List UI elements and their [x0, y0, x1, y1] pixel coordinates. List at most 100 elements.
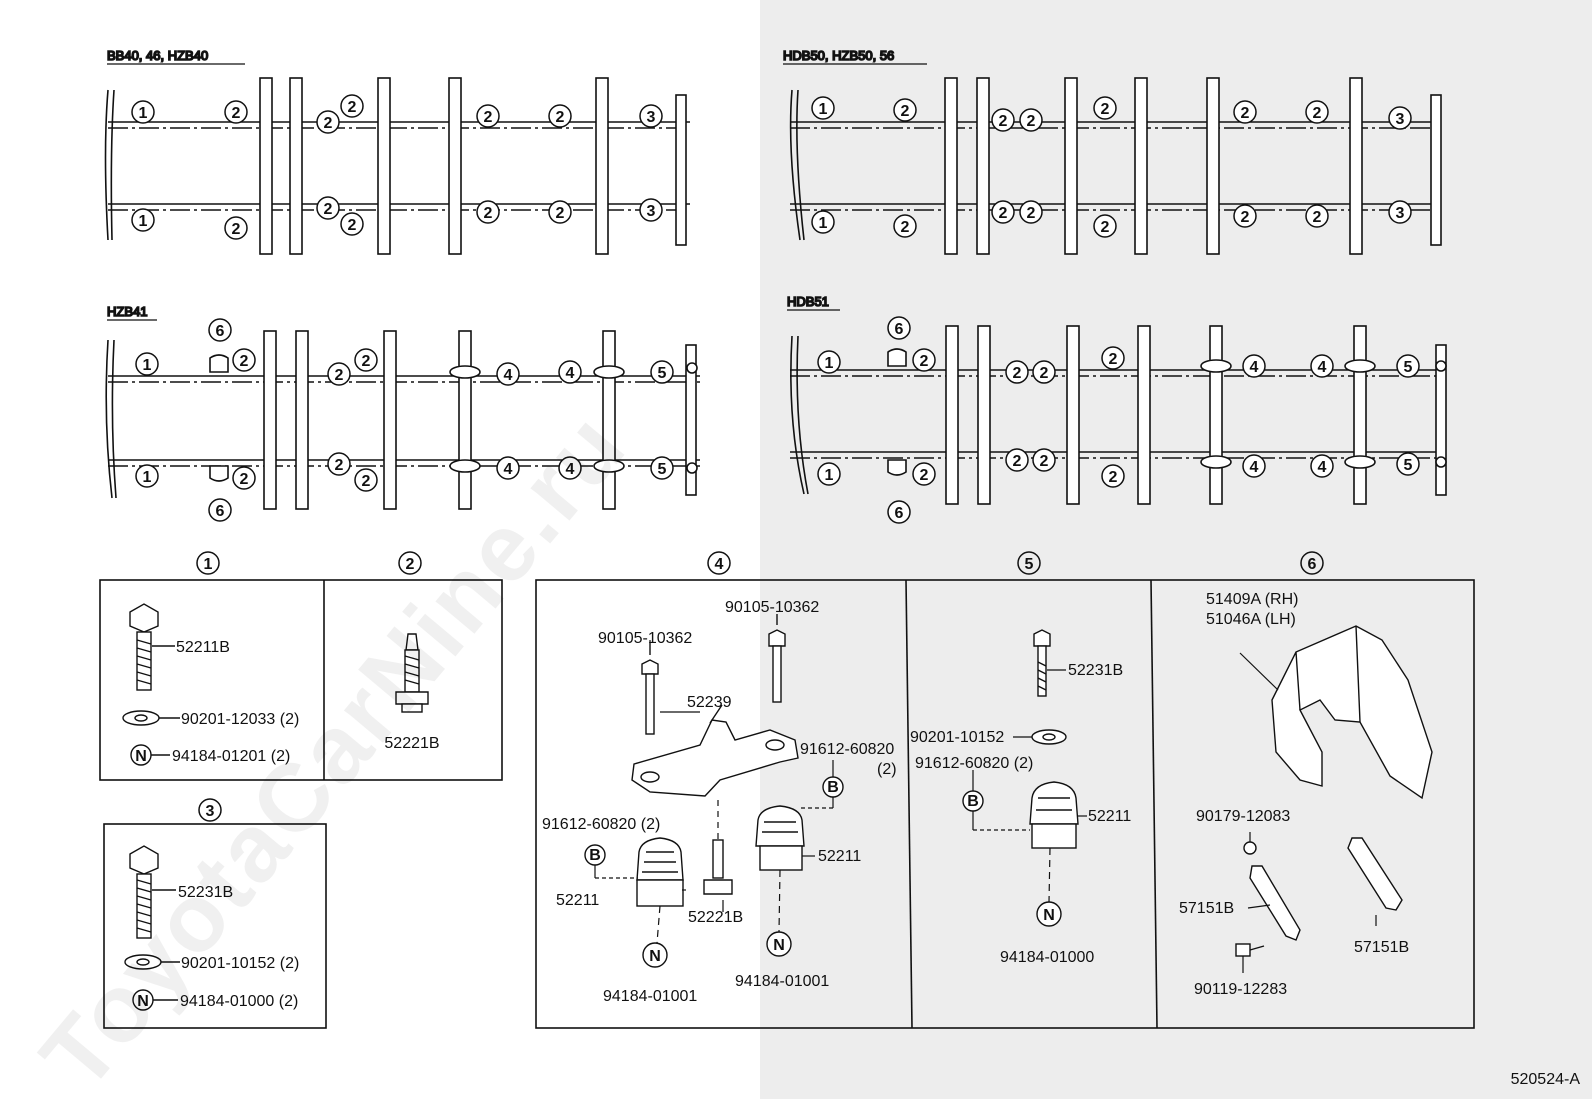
callout-circle: [1310, 454, 1334, 478]
callout-circle: [558, 456, 582, 480]
group-4-part-4: 91612-60820: [800, 741, 894, 758]
group-header-4: 4: [715, 556, 724, 573]
callout-circle: [340, 212, 364, 236]
callout-circle: [650, 360, 674, 384]
group-4-part-11: 94184-01001: [735, 973, 829, 990]
callout-number: 2: [1241, 105, 1250, 122]
callout-circle: [912, 462, 936, 486]
group-boxes: [99, 579, 1475, 1029]
bolt-52211b-head: [129, 603, 159, 633]
group-3-parts: [124, 845, 180, 1011]
nut-90179-icon: [1243, 841, 1257, 855]
callout-circle: [327, 452, 351, 476]
callout-number: 1: [139, 213, 148, 230]
group-5-part-5: 94184-01000: [1000, 949, 1094, 966]
callout-number: 1: [819, 215, 828, 232]
group-headers: [196, 551, 1324, 822]
mudguard-51409a: [1271, 625, 1433, 800]
model-label-bb40: BB40, 46, HZB40: [107, 48, 208, 63]
callout-number: 2: [999, 113, 1008, 130]
group-4-part-6: 91612-60820 (2): [542, 816, 660, 833]
callout-number: 2: [1027, 113, 1036, 130]
nut-symbol-icon: [642, 942, 668, 968]
group-4-bolt-symbol-1: B: [589, 847, 601, 864]
group-6-leaders: [1239, 652, 1377, 973]
box-group-1-2: [99, 579, 503, 781]
callout-circle: [1305, 204, 1329, 228]
callout-number: 5: [658, 461, 667, 478]
group-6-parts: [1235, 625, 1433, 957]
callout-circle: [135, 352, 159, 376]
callout-number: 3: [647, 109, 656, 126]
mount-52211-right: [755, 805, 805, 847]
group-1-part-2: 90201-12033 (2): [181, 711, 299, 728]
callout-number: 2: [240, 471, 249, 488]
callout-number: 6: [216, 503, 225, 520]
callout-number: 2: [484, 109, 493, 126]
callout-number: 4: [1318, 459, 1327, 476]
group-1-parts: [122, 603, 180, 766]
group-4-part-3: 52239: [687, 694, 732, 711]
callout-circle: [1032, 360, 1056, 384]
callout-circle: [1233, 204, 1257, 228]
figure-code: 520524-A: [1510, 1071, 1580, 1088]
group-6-part-4: 57151B: [1179, 900, 1234, 917]
frame-hzb41: HZB41: [105, 303, 700, 510]
callout-circle: [1019, 200, 1043, 224]
callout-number: 4: [1250, 459, 1259, 476]
callout-circle: [232, 466, 256, 490]
callout-circle: [1093, 214, 1117, 238]
callout-number: 4: [1318, 359, 1327, 376]
callout-number: 2: [1313, 209, 1322, 226]
group-5-bolt-symbol: B: [967, 793, 979, 810]
callout-number: 2: [348, 217, 357, 234]
callout-number: 2: [901, 219, 910, 236]
group-3-part-3: 94184-01000 (2): [180, 993, 298, 1010]
callout-number: 2: [1027, 205, 1036, 222]
callout-number: 5: [1404, 359, 1413, 376]
callout-circle: [1101, 346, 1125, 370]
group-header-circle-5: [1017, 551, 1041, 575]
callout-circle: [1396, 354, 1420, 378]
callout-number: 1: [143, 357, 152, 374]
callout-circle: [1305, 100, 1329, 124]
callout-circle: [1101, 464, 1125, 488]
callout-number: 2: [484, 205, 493, 222]
callout-circle: [135, 464, 159, 488]
callout-number: 2: [1313, 105, 1322, 122]
callout-circle: [354, 468, 378, 492]
callout-circle: [496, 362, 520, 386]
callout-circle: [476, 104, 500, 128]
stud-bolt-icon: [405, 633, 419, 651]
group-1-nut-symbol: N: [135, 748, 147, 765]
group-header-2: 2: [406, 556, 415, 573]
callout-number: 4: [566, 461, 575, 478]
callout-number: 2: [1109, 469, 1118, 486]
callout-number: 1: [139, 105, 148, 122]
group-5-nut-symbol: N: [1043, 907, 1055, 924]
callout-number: 2: [362, 353, 371, 370]
callout-number: 2: [1101, 219, 1110, 236]
callout-number: 2: [335, 367, 344, 384]
group-header-3: 3: [206, 803, 215, 820]
group-header-circle-6: [1300, 551, 1324, 575]
group-4-leaders: [594, 640, 834, 944]
model-label-hzb41: HZB41: [107, 304, 147, 319]
callout-circle: [340, 94, 364, 118]
callout-circle: [817, 462, 841, 486]
group-5-part-2: 90201-10152: [910, 729, 1004, 746]
callout-circle: [912, 348, 936, 372]
group-4-part-7: 52211: [818, 848, 861, 865]
callout-number: 1: [825, 467, 834, 484]
group-2-part-1: 52221B: [384, 735, 439, 752]
callout-circle: [1019, 108, 1043, 132]
bracket-57151b-right: [1347, 837, 1403, 911]
callout-number: 3: [1396, 205, 1405, 222]
callout-circle: [208, 318, 232, 342]
group-4-part-5: (2): [877, 761, 897, 778]
callout-circle: [316, 110, 340, 134]
callout-number: 6: [895, 321, 904, 338]
callout-number: 1: [143, 469, 152, 486]
callout-circle: [558, 360, 582, 384]
